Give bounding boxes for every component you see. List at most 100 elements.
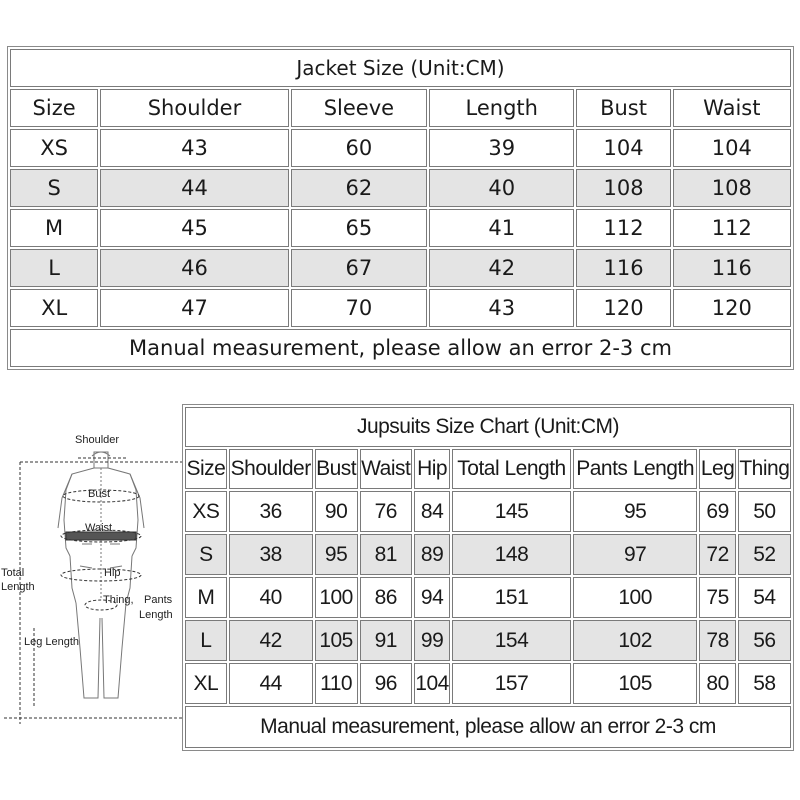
jumpsuit-value-cell: 76 (359, 491, 412, 532)
jumpsuit-value-cell: 148 (452, 534, 571, 575)
jumpsuit-table-title: Jupsuits Size Chart (Unit:CM) (185, 407, 791, 447)
jacket-value-cell: 45 (100, 209, 289, 247)
leg-length-label: Leg Length (24, 636, 80, 648)
jacket-value-cell: 116 (672, 249, 791, 287)
jacket-value-cell: 120 (576, 289, 671, 327)
jumpsuit-value-cell: 81 (359, 534, 412, 575)
jumpsuit-value-cell: 69 (699, 491, 736, 532)
jacket-value-cell: 41 (429, 209, 575, 247)
jumpsuit-column-header: Pants Length (572, 449, 698, 489)
jacket-column-header: Sleeve (290, 89, 428, 127)
jacket-value-cell: 120 (672, 289, 791, 327)
jacket-value-cell: 47 (100, 289, 289, 327)
jacket-value-cell: 62 (290, 169, 428, 207)
jumpsuit-value-cell: 94 (413, 577, 451, 618)
jumpsuit-value-cell: 105 (572, 663, 698, 704)
jacket-value-cell: 43 (429, 289, 575, 327)
jumpsuit-column-header: Total Length (452, 449, 571, 489)
jumpsuit-value-cell: 78 (699, 620, 736, 661)
jumpsuit-value-cell: 110 (314, 663, 358, 704)
pants-length-label-line2: Length (139, 609, 173, 621)
hip-label: Hip (104, 567, 121, 579)
jumpsuit-column-header: Bust (314, 449, 358, 489)
jumpsuit-size-cell: L (185, 620, 227, 661)
jacket-column-header: Size (10, 89, 99, 127)
jacket-title-row: Jacket Size (Unit:CM) (10, 49, 791, 87)
jumpsuit-value-cell: 44 (228, 663, 313, 704)
waist-label: Waist (85, 522, 113, 534)
jumpsuit-size-cell: XS (185, 491, 227, 532)
total-length-label-line1: Total (1, 567, 25, 579)
jumpsuit-value-cell: 80 (699, 663, 736, 704)
jacket-value-cell: 112 (672, 209, 791, 247)
jumpsuit-value-cell: 105 (314, 620, 358, 661)
jumpsuit-column-header: Size (185, 449, 227, 489)
jacket-value-cell: 104 (672, 129, 791, 167)
jumpsuit-note-row: Manual measurement, please allow an erro… (185, 706, 791, 748)
jumpsuit-value-cell: 58 (737, 663, 791, 704)
jumpsuit-outline-illustration (4, 451, 182, 724)
shoulder-label: Shoulder (75, 434, 120, 446)
jumpsuit-value-cell: 56 (737, 620, 791, 661)
jumpsuit-column-header: Thing (737, 449, 791, 489)
jacket-value-cell: 70 (290, 289, 428, 327)
jumpsuit-value-cell: 97 (572, 534, 698, 575)
jumpsuit-value-cell: 102 (572, 620, 698, 661)
jumpsuit-value-cell: 96 (359, 663, 412, 704)
jumpsuit-value-cell: 145 (452, 491, 571, 532)
jacket-note-row: Manual measurement, please allow an erro… (10, 329, 791, 367)
thing-label: Thing, (103, 594, 134, 606)
jacket-size-cell: M (10, 209, 99, 247)
jacket-value-cell: 65 (290, 209, 428, 247)
jumpsuit-column-header: Hip (413, 449, 451, 489)
jumpsuit-size-cell: M (185, 577, 227, 618)
jacket-size-cell: S (10, 169, 99, 207)
total-length-label-line2: Length (1, 581, 35, 593)
jumpsuit-value-cell: 104 (413, 663, 451, 704)
jacket-value-cell: 44 (100, 169, 289, 207)
jumpsuit-value-cell: 89 (413, 534, 451, 575)
jumpsuit-value-cell: 84 (413, 491, 451, 532)
jacket-value-cell: 108 (576, 169, 671, 207)
jumpsuit-value-cell: 95 (314, 534, 358, 575)
jumpsuit-size-cell: S (185, 534, 227, 575)
jacket-value-cell: 116 (576, 249, 671, 287)
jumpsuit-value-cell: 86 (359, 577, 412, 618)
jumpsuit-value-cell: 100 (572, 577, 698, 618)
jumpsuit-value-cell: 52 (737, 534, 791, 575)
jumpsuit-value-cell: 91 (359, 620, 412, 661)
jumpsuit-value-cell: 154 (452, 620, 571, 661)
jacket-column-header: Waist (672, 89, 791, 127)
jacket-size-cell: L (10, 249, 99, 287)
jumpsuit-value-cell: 100 (314, 577, 358, 618)
jacket-size-cell: XS (10, 129, 99, 167)
measurement-figure: Shoulder Bust Waist Total Length Hip Thi… (0, 428, 182, 728)
jacket-table-note: Manual measurement, please allow an erro… (10, 329, 791, 367)
jacket-value-cell: 104 (576, 129, 671, 167)
jacket-value-cell: 42 (429, 249, 575, 287)
jacket-value-cell: 112 (576, 209, 671, 247)
jacket-value-cell: 43 (100, 129, 289, 167)
jumpsuit-column-header: Leg (699, 449, 736, 489)
jacket-size-cell: XL (10, 289, 99, 327)
jumpsuit-value-cell: 40 (228, 577, 313, 618)
jacket-table-title: Jacket Size (Unit:CM) (10, 49, 791, 87)
jacket-column-header: Bust (576, 89, 671, 127)
jacket-value-cell: 39 (429, 129, 575, 167)
jumpsuit-value-cell: 75 (699, 577, 736, 618)
jumpsuit-value-cell: 151 (452, 577, 571, 618)
jumpsuit-title-row: Jupsuits Size Chart (Unit:CM) (185, 407, 791, 447)
